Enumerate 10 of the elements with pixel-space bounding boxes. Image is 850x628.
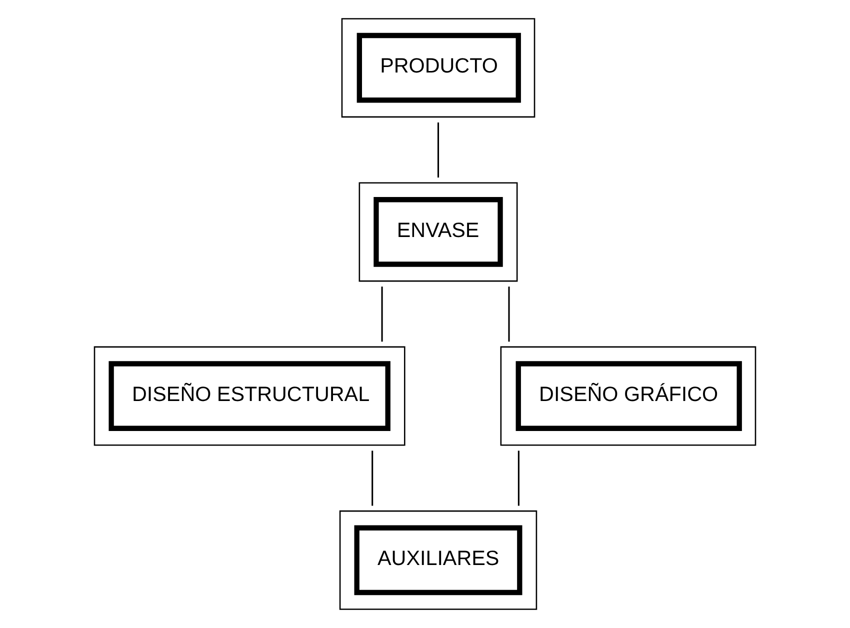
node-box: DISEÑO ESTRUCTURAL [94, 346, 406, 446]
connector [508, 286, 510, 342]
connector [381, 286, 383, 342]
connector [518, 450, 520, 506]
connector [437, 122, 440, 178]
connector [372, 450, 374, 506]
node-box: ENVASE [358, 182, 518, 282]
node-box: PRODUCTO [341, 18, 536, 118]
node-box: AUXILIARES [339, 510, 538, 610]
node-box: DISEÑO GRÁFICO [500, 346, 756, 446]
